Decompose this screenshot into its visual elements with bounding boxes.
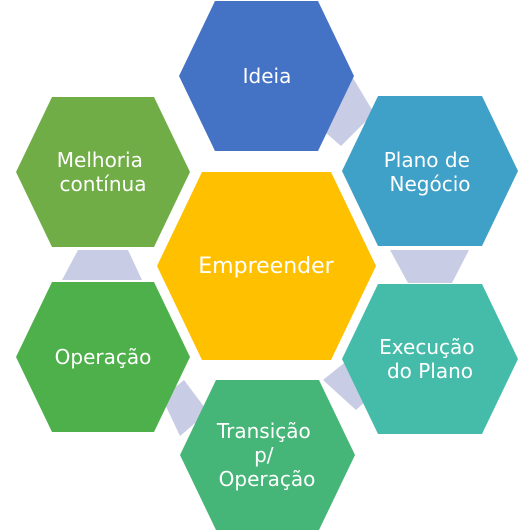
hexagon-execucao bbox=[342, 284, 518, 434]
label-execucao: Execução do Plano bbox=[379, 335, 481, 383]
hexagon-ideia bbox=[179, 1, 354, 151]
label-transicao: Transição p/ Operação bbox=[216, 419, 317, 491]
label-melhoria: Melhoria contínua bbox=[57, 148, 149, 196]
connector-transicao-operacao bbox=[162, 380, 208, 436]
label-plano: Plano de Negócio bbox=[384, 148, 477, 196]
hexagon-center bbox=[157, 172, 376, 360]
connector-ideia-plano bbox=[318, 78, 374, 146]
hexagon-melhoria bbox=[16, 97, 190, 247]
hexagon-operacao bbox=[16, 282, 190, 432]
hexagon-plano bbox=[342, 96, 518, 246]
label-center: Empreender bbox=[198, 254, 334, 279]
connector-plano-execucao bbox=[390, 250, 469, 283]
hexagon-transicao bbox=[180, 380, 355, 530]
connector-operacao-melhoria bbox=[62, 250, 142, 280]
label-ideia: Ideia bbox=[243, 64, 292, 88]
label-operacao: Operação bbox=[55, 345, 152, 369]
